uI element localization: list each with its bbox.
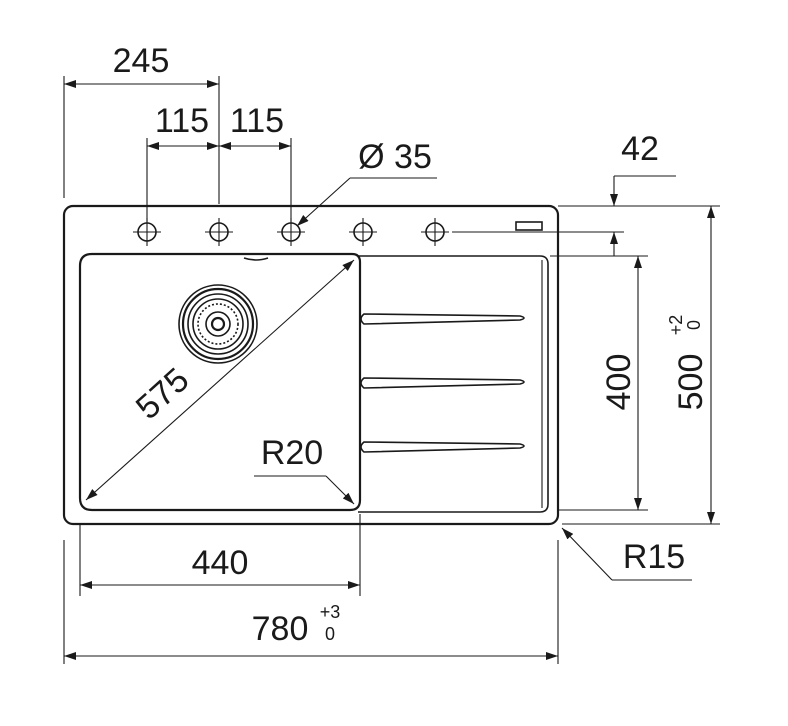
strainer-basket-icon: [178, 284, 258, 364]
dim-245: 245: [63, 42, 220, 204]
dim-hole-diameter-label: Ø 35: [358, 138, 432, 176]
bowl-outline: [78, 252, 362, 512]
dim-hole-diameter: Ø 35: [296, 138, 437, 227]
tap-hole-icon: [205, 218, 233, 246]
dim-115-right-label: 115: [230, 102, 284, 140]
drainboard-outline: [358, 255, 549, 513]
dim-500: 500 +2 0: [560, 205, 720, 525]
tap-hole-icon: [349, 218, 377, 246]
sink-outer-outline: [62, 204, 560, 526]
dim-575-label: 575: [129, 361, 197, 427]
dim-500-label: 500: [672, 354, 710, 411]
dim-780-tol-minus: 0: [325, 624, 335, 644]
dim-r15-label: R15: [623, 538, 685, 576]
dim-500-tol-minus: 0: [684, 320, 704, 330]
dim-42-label: 42: [621, 130, 659, 168]
bowl-overflow-slot: [243, 257, 269, 261]
overflow-label-plate: [515, 221, 543, 231]
tap-holes: [133, 218, 449, 246]
dim-42: 42: [452, 130, 676, 256]
dim-500-tol-plus: +2: [666, 315, 686, 336]
dim-115-left-label: 115: [155, 102, 209, 140]
dim-245-label: 245: [113, 42, 170, 80]
dim-780: 780 +3 0: [63, 540, 559, 664]
dim-440-label: 440: [192, 544, 249, 582]
drainboard-ribs: [360, 313, 525, 453]
dim-400-label: 400: [600, 354, 638, 411]
dim-r20: R20: [254, 434, 355, 505]
dim-115-pair: 115 115: [146, 102, 292, 222]
tap-hole-icon: [421, 218, 449, 246]
dim-780-tol-plus: +3: [320, 602, 341, 622]
dim-440: 440: [79, 514, 361, 596]
dim-400: 400: [550, 255, 648, 511]
tap-hole-icon: [277, 218, 305, 246]
dim-r20-label: R20: [261, 434, 323, 472]
dim-780-label: 780: [252, 610, 309, 648]
tap-hole-icon: [133, 218, 161, 246]
dim-r15: R15: [561, 527, 692, 581]
